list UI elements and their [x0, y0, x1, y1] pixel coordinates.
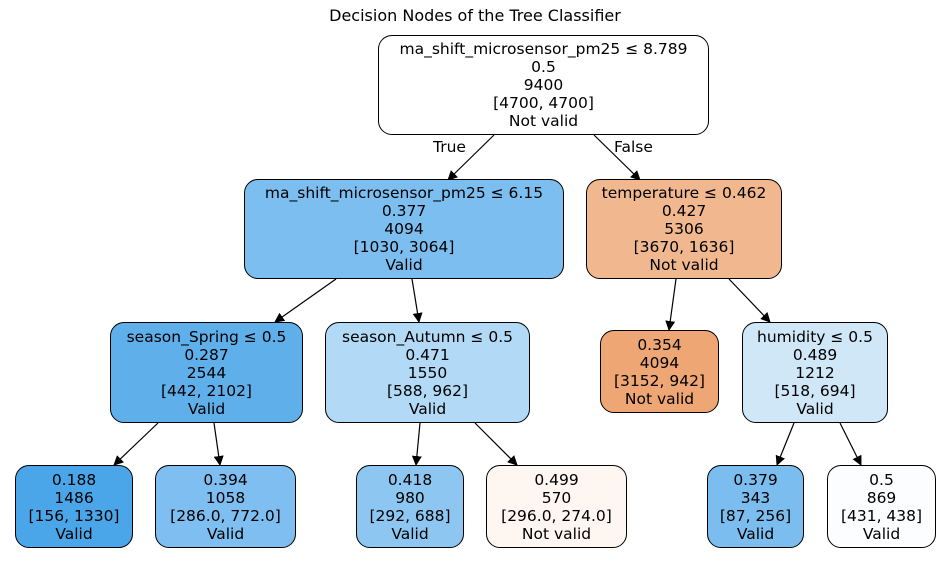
node-line: ma_shift_microsensor_pm25 ≤ 6.15 — [264, 184, 544, 202]
node-line: Valid — [736, 524, 775, 543]
node-line: 1058 — [205, 488, 246, 507]
chart-title: Decision Nodes of the Tree Classifier — [329, 6, 621, 25]
node-line: [431, 438] — [840, 506, 923, 525]
edge-n6-n11 — [775, 422, 795, 466]
node-line: [3152, 942] — [614, 371, 705, 390]
edge-root-n1 — [447, 134, 495, 181]
node-line: Not valid — [624, 389, 695, 408]
node-line: Valid — [391, 524, 429, 543]
node-line: 980 — [395, 488, 425, 507]
node-line: 0.354 — [637, 335, 682, 354]
node-line: 869 — [866, 488, 897, 507]
node-line: [4700, 4700] — [493, 94, 594, 112]
node-line: [87, 256] — [719, 506, 792, 525]
node-line: 0.418 — [387, 470, 433, 489]
node-line: 0.499 — [534, 470, 579, 489]
edge-label-false: False — [614, 138, 653, 156]
node-line: 2544 — [186, 363, 227, 382]
node-line: Valid — [187, 399, 226, 418]
node-line: 0.377 — [381, 202, 427, 220]
node-line: temperature ≤ 0.462 — [601, 184, 767, 202]
node-line: 1212 — [795, 363, 835, 382]
node-line: 0.5 — [531, 58, 556, 76]
node-line: 343 — [740, 488, 771, 507]
node-line: 1550 — [407, 363, 448, 382]
edge-root-n2 — [593, 134, 641, 181]
node-line: 0.471 — [405, 345, 450, 364]
node-line: 0.188 — [51, 470, 97, 489]
edge-n2-n5 — [665, 278, 677, 331]
node-line: 4094 — [639, 353, 680, 372]
node-line: humidity ≤ 0.5 — [757, 327, 873, 346]
node-line: 570 — [541, 488, 572, 507]
node-line: [1030, 3064] — [353, 238, 455, 256]
node-line: 4094 — [384, 220, 424, 238]
node-line: Valid — [385, 256, 423, 274]
edge-n1-n4 — [411, 278, 423, 323]
node-line: 5306 — [664, 220, 704, 238]
node-line: [296.0, 274.0] — [501, 506, 612, 525]
node-line: 0.287 — [184, 345, 229, 364]
node-line: [286.0, 772.0] — [170, 506, 281, 525]
edge-n6-n12 — [839, 422, 862, 466]
node-line: [588, 962] — [386, 381, 469, 400]
edge-label-true: True — [433, 138, 466, 156]
node-line: Not valid — [521, 524, 592, 543]
node-line: 0.489 — [792, 345, 838, 364]
node-line: [3670, 1636] — [633, 238, 735, 256]
node-line: 9400 — [523, 76, 564, 94]
node-line: season_Autumn ≤ 0.5 — [342, 327, 513, 346]
node-line: Not valid — [649, 256, 719, 274]
node-line: season_Spring ≤ 0.5 — [126, 327, 287, 346]
edge-n4-n9 — [411, 422, 422, 466]
node-line: Valid — [862, 524, 901, 543]
node-line: 0.427 — [661, 202, 707, 220]
node-line: Not valid — [508, 112, 579, 130]
node-line: Valid — [206, 524, 245, 543]
node-line: 0.5 — [869, 470, 894, 489]
edge-n3-n8 — [213, 422, 224, 466]
node-line: Valid — [796, 399, 834, 418]
edge-n3-n7 — [113, 422, 159, 466]
node-line: [442, 2102] — [161, 381, 252, 400]
node-line: 1486 — [54, 488, 94, 507]
node-line: Valid — [55, 524, 93, 543]
node-line: [156, 1330] — [28, 506, 120, 525]
node-line: [518, 694] — [774, 381, 856, 400]
node-line: Valid — [408, 399, 447, 418]
edge-n2-n6 — [728, 278, 771, 323]
edge-n4-n10 — [474, 422, 518, 466]
node-line: 0.379 — [733, 470, 778, 489]
edge-n1-n3 — [274, 278, 337, 323]
node-line: [292, 688] — [369, 506, 451, 525]
node-line: 0.394 — [203, 470, 248, 489]
node-line: ma_shift_microsensor_pm25 ≤ 8.789 — [399, 40, 688, 58]
